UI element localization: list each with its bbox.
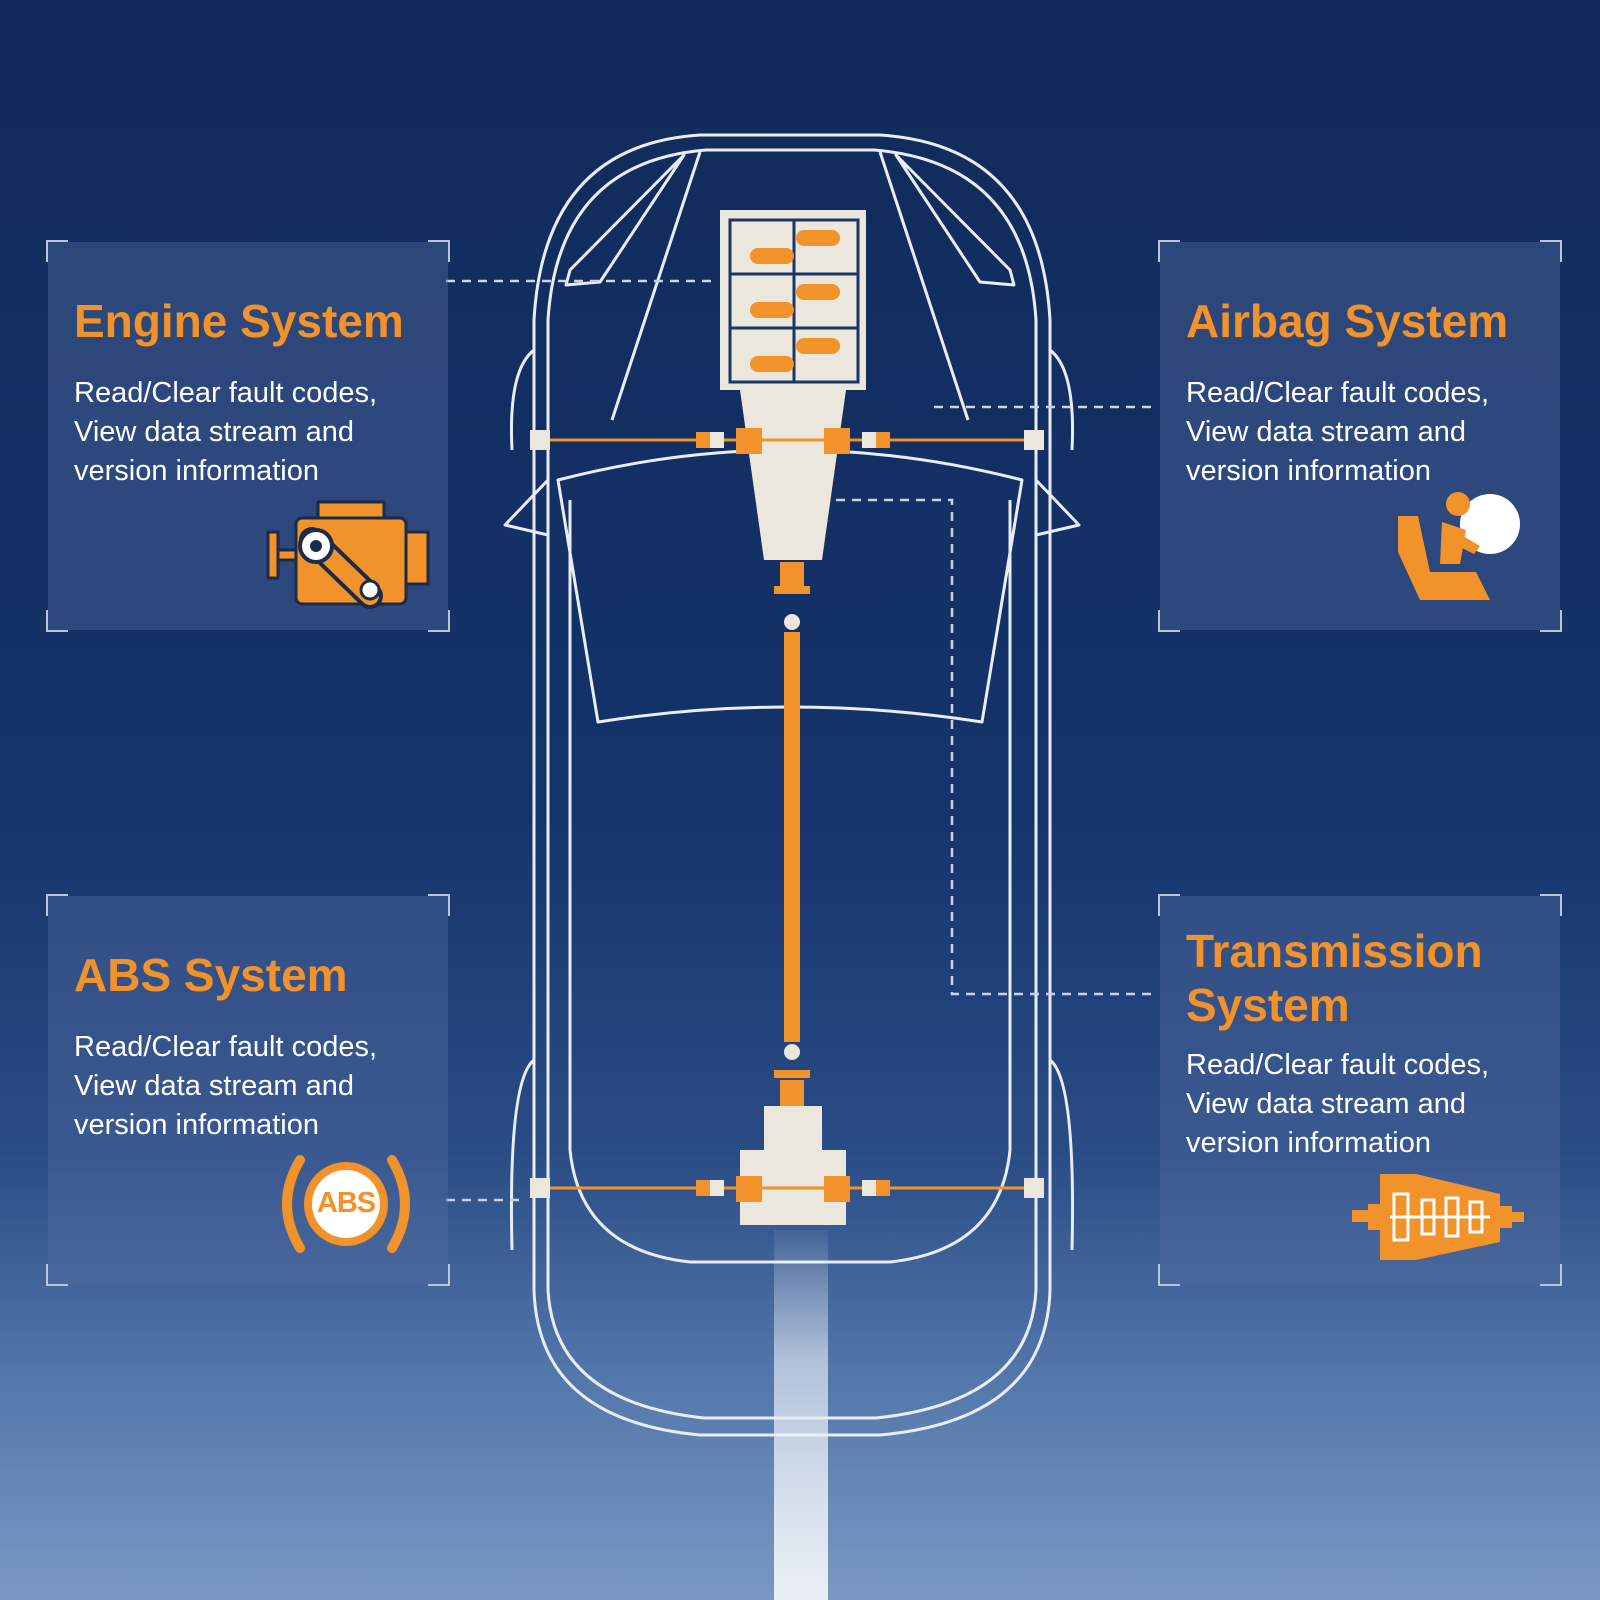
panel-corner — [428, 1264, 450, 1286]
airbag-system-title: Airbag System — [1186, 295, 1509, 347]
panel-corner — [46, 894, 68, 916]
panel-corner — [428, 240, 450, 262]
engine-system-description: Read/Clear fault codes, View data stream… — [74, 377, 378, 487]
airbag-system-description: Read/Clear fault codes, View data stream… — [1186, 377, 1490, 487]
panel-corner — [46, 240, 68, 262]
panel-corner — [46, 1264, 68, 1286]
transmission-icon — [1352, 1174, 1524, 1260]
panel-corner — [1540, 1264, 1562, 1286]
car-outline — [503, 133, 1081, 1437]
engine-system-panel: Engine System Read/Clear fault codes, Vi… — [46, 240, 450, 632]
panel-corner — [1158, 240, 1180, 262]
panel-corner — [428, 610, 450, 632]
abs-system-title: ABS System — [74, 949, 348, 1001]
panel-corner — [1158, 894, 1180, 916]
drive-shaft — [774, 562, 810, 1106]
abs-warning-icon: ABS — [276, 1154, 416, 1254]
panel-corner — [1158, 610, 1180, 632]
front-axle — [530, 428, 1044, 454]
abs-system-description: Read/Clear fault codes, View data stream… — [74, 1031, 378, 1141]
airbag-icon — [1398, 492, 1520, 600]
engine-icon — [266, 500, 430, 609]
panel-corner — [1158, 1264, 1180, 1286]
airbag-system-panel: Airbag System Read/Clear fault codes, Vi… — [1158, 240, 1562, 632]
transmission-system-description: Read/Clear fault codes, View data stream… — [1186, 1049, 1490, 1159]
abs-icon-label: ABS — [316, 1187, 376, 1219]
panel-corner — [1540, 240, 1562, 262]
transmission-system-panel: Transmission System Read/Clear fault cod… — [1158, 894, 1562, 1286]
engine-system-title: Engine System — [74, 295, 404, 347]
panel-corner — [1540, 894, 1562, 916]
rear-axle — [530, 1106, 1044, 1225]
panel-corner — [1540, 610, 1562, 632]
panel-corner — [428, 894, 450, 916]
engine-block — [720, 210, 866, 560]
panel-corner — [46, 610, 68, 632]
light-beam — [774, 1230, 828, 1600]
connector-lines — [446, 279, 1158, 1202]
transmission-system-title: Transmission System — [1186, 925, 1483, 1031]
abs-system-panel: ABS System Read/Clear fault codes, View … — [46, 894, 450, 1286]
